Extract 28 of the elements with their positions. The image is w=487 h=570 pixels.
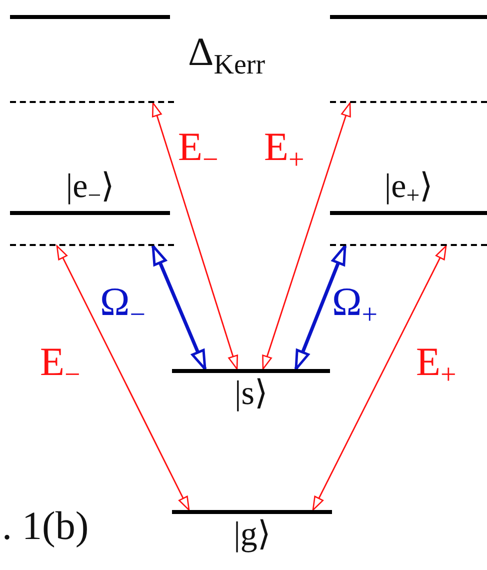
energy-level: [172, 510, 332, 555]
splitting-label: Δ$_{Kerr}$: [188, 30, 266, 82]
energy-level: [330, 170, 487, 215]
transition-arrow: [294, 244, 347, 370]
edge-label: Ω$_{−}$: [100, 280, 146, 332]
edge-label: E$_{+}$: [264, 125, 304, 178]
transition-arrow: [152, 102, 238, 370]
energy-level: [172, 369, 330, 414]
virtual-level-line: [10, 244, 174, 246]
energy-level: [10, 170, 170, 215]
transition-arrow: [151, 244, 207, 370]
virtual-level-line: [330, 101, 487, 103]
edge-label: E$_{+}$: [416, 340, 456, 392]
virtual-level-line: [10, 101, 174, 103]
energy-level-line: [330, 15, 487, 19]
state-label: |e$_{−}$⟩: [64, 168, 116, 211]
transition-arrow: [262, 102, 351, 370]
virtual-level-line: [330, 244, 487, 246]
state-label: |s⟩: [233, 375, 269, 413]
figure-label: . 1(b): [2, 504, 89, 548]
edge-label: Ω$_{+}$: [332, 280, 378, 332]
edge-label: E$_{−}$: [40, 340, 80, 392]
state-label: |g⟩: [232, 516, 272, 554]
transition-arrow: [312, 245, 447, 511]
energy-level-line: [10, 15, 170, 19]
state-label: |e$_{+}$⟩: [383, 168, 434, 211]
edge-label: E$_{−}$: [178, 125, 218, 178]
transition-arrow: [56, 245, 190, 511]
